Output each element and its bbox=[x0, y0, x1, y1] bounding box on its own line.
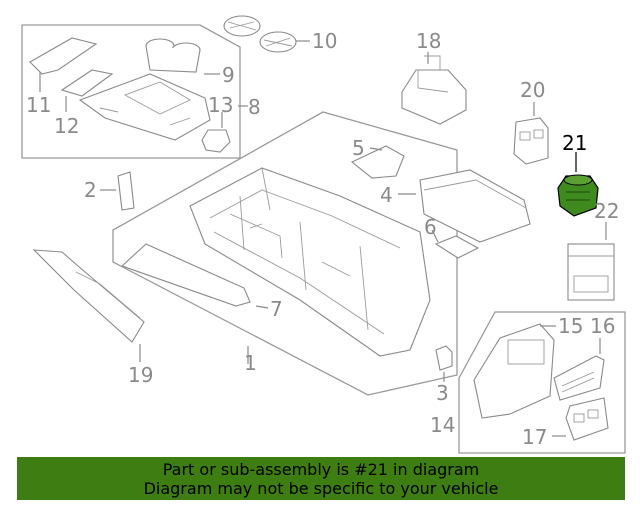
label-part-5: 5 bbox=[352, 136, 365, 160]
label-part-15: 15 bbox=[558, 314, 583, 338]
label-part-4: 4 bbox=[380, 183, 393, 207]
part-13-holder[interactable] bbox=[201, 112, 231, 153]
part-5-bracket[interactable] bbox=[350, 145, 405, 179]
label-part-2: 2 bbox=[84, 178, 97, 202]
label-part-16: 16 bbox=[590, 314, 615, 338]
part-16-vent[interactable] bbox=[553, 338, 605, 401]
label-part-10: 10 bbox=[312, 29, 337, 53]
label-part-21: 21 bbox=[562, 131, 587, 155]
part-2-bracket[interactable] bbox=[100, 171, 135, 211]
label-part-22: 22 bbox=[594, 199, 619, 223]
part-9-cupholder[interactable] bbox=[145, 38, 220, 75]
banner-line-1: Part or sub-assembly is #21 in diagram bbox=[162, 460, 480, 479]
part-3-clip[interactable] bbox=[435, 345, 453, 382]
label-part-19: 19 bbox=[128, 363, 153, 387]
part-21-highlighted[interactable] bbox=[557, 152, 599, 217]
label-part-12: 12 bbox=[54, 114, 79, 138]
label-part-18: 18 bbox=[416, 29, 441, 53]
part-10-mat[interactable] bbox=[223, 15, 310, 53]
cupholder-group-box bbox=[21, 24, 241, 159]
rear-panel-group-box bbox=[458, 311, 626, 454]
info-banner: Part or sub-assembly is #21 in diagram D… bbox=[17, 457, 625, 500]
part-17-switch-panel[interactable] bbox=[552, 397, 609, 441]
main-console-box bbox=[112, 111, 458, 396]
label-part-14: 14 bbox=[430, 413, 455, 437]
part-14-rear-panel[interactable] bbox=[473, 323, 555, 419]
part-22-panel[interactable] bbox=[567, 222, 615, 301]
label-part-7: 7 bbox=[270, 297, 283, 321]
label-part-13: 13 bbox=[208, 93, 233, 117]
label-part-17: 17 bbox=[522, 425, 547, 449]
parts-diagram: 1 2 3 4 5 6 7 8 9 10 11 12 13 14 15 16 1… bbox=[21, 15, 626, 454]
part-8-bezel[interactable] bbox=[78, 73, 211, 141]
part-18-shifter[interactable] bbox=[401, 52, 467, 125]
label-part-3: 3 bbox=[436, 381, 449, 405]
part-6-pad[interactable] bbox=[431, 229, 480, 259]
part-12-trim[interactable] bbox=[60, 69, 114, 112]
part-7-rail[interactable] bbox=[120, 243, 269, 309]
part-4-armrest[interactable] bbox=[398, 169, 531, 243]
label-part-11: 11 bbox=[26, 93, 51, 117]
label-part-6: 6 bbox=[424, 215, 437, 239]
banner-line-2: Diagram may not be specific to your vehi… bbox=[143, 479, 499, 498]
label-part-1: 1 bbox=[244, 351, 257, 375]
part-1-console[interactable] bbox=[189, 167, 431, 364]
label-part-9: 9 bbox=[222, 63, 235, 87]
part-20-switch[interactable] bbox=[513, 102, 549, 165]
label-part-20: 20 bbox=[520, 78, 545, 102]
label-part-8: 8 bbox=[248, 95, 261, 119]
part-19-side-panel[interactable] bbox=[32, 249, 145, 362]
part-11-trim[interactable] bbox=[29, 37, 98, 92]
